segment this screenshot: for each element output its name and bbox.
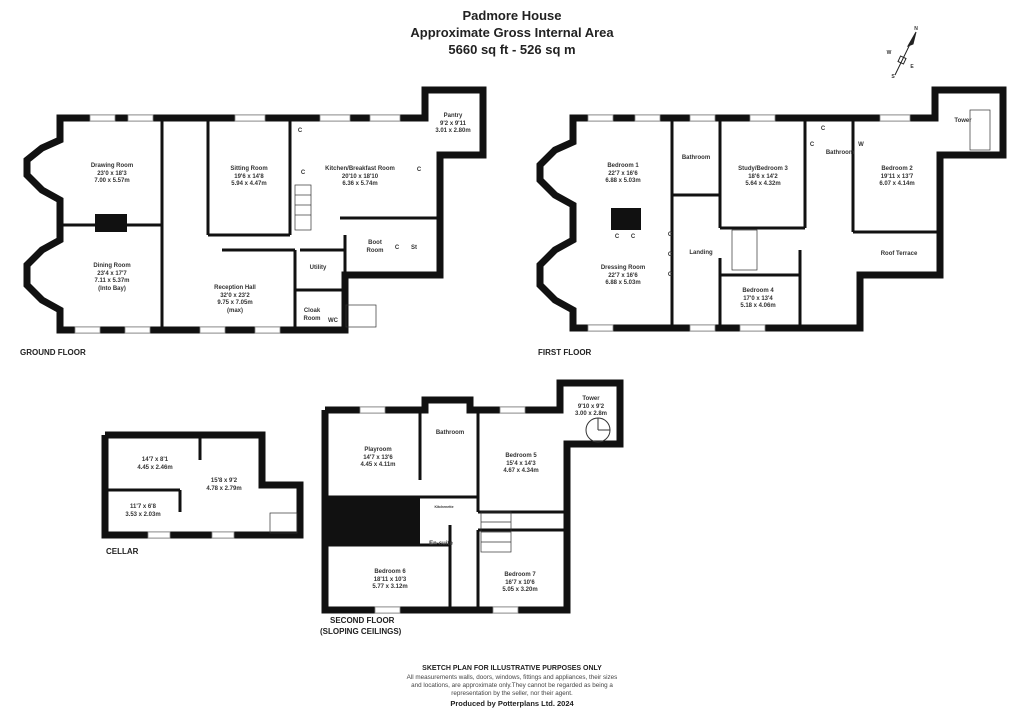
- room-cloak-room: Cloak Room: [303, 308, 321, 322]
- room-store: St: [411, 245, 417, 251]
- total-area: 5660 sq ft - 526 sq m: [448, 42, 576, 57]
- room-en-suite: En-suite: [429, 541, 453, 547]
- room-bathroom: Bathroom: [825, 150, 855, 156]
- room-kitchenette: Kitchenette: [434, 505, 454, 509]
- cupboard-label: C: [416, 167, 422, 173]
- ground-floor-outline: [23, 86, 487, 334]
- disclaimer-line-1: All measurements walls, doors, windows, …: [406, 674, 618, 681]
- compass-east: E: [910, 64, 914, 70]
- room-bathroom-second: Bathroom: [435, 430, 465, 436]
- second-floor-note: (SLOPING CEILINGS): [320, 627, 402, 636]
- compass-icon: [894, 31, 917, 76]
- cupboard-label: C: [394, 245, 400, 251]
- disclaimer-heading: SKETCH PLAN FOR ILLUSTRATIVE PURPOSES ON…: [422, 665, 602, 672]
- cupboard-label: C: [667, 272, 673, 278]
- windows: [74, 114, 911, 614]
- cupboard-label: C: [300, 170, 306, 176]
- compass-west: W: [886, 50, 892, 56]
- cupboard-label: C: [297, 128, 303, 134]
- wardrobe-label: W: [858, 142, 864, 148]
- compass-north: N: [914, 26, 918, 32]
- roof-terrace: Roof Terrace: [880, 251, 918, 257]
- cupboard-label: C: [809, 142, 815, 148]
- chimney-blocks: [95, 208, 641, 545]
- cupboard-label: C: [614, 234, 620, 240]
- disclaimer-line-3: representation by the seller, nor their …: [451, 690, 573, 697]
- cupboard-label: C: [820, 126, 826, 132]
- room-landing: Landing: [689, 250, 713, 256]
- cellar-label: CELLAR: [106, 547, 139, 556]
- cellar-outline: [101, 431, 304, 539]
- exterior-walls: [23, 86, 1007, 614]
- producer-credit: Produced by Potterplans Ltd. 2024: [450, 699, 574, 708]
- cupboard-label: C: [630, 234, 636, 240]
- compass-south: S: [891, 74, 895, 80]
- stairs: [269, 109, 991, 553]
- spiral-staircase-icon: [585, 417, 611, 443]
- second-floor-outline: [321, 379, 624, 614]
- room-utility: Utility: [309, 265, 327, 271]
- disclaimer-line-2: and locations, are approximate only.They…: [411, 682, 613, 689]
- ground-floor-label: GROUND FLOOR: [20, 348, 86, 357]
- room-boot-room: Boot Room: [366, 240, 384, 254]
- room-wc: WC: [328, 318, 338, 324]
- cupboard-label: C: [667, 232, 673, 238]
- room-bathroom: Bathroom: [681, 155, 711, 161]
- cupboard-label: C: [667, 252, 673, 258]
- first-floor-label: FIRST FLOOR: [538, 348, 592, 357]
- first-floor-outline: [536, 86, 1007, 332]
- area-subtitle: Approximate Gross Internal Area: [410, 25, 614, 40]
- second-floor-label: SECOND FLOOR: [330, 616, 395, 625]
- property-name: Padmore House: [462, 8, 562, 23]
- room-tower: Tower: [954, 118, 972, 124]
